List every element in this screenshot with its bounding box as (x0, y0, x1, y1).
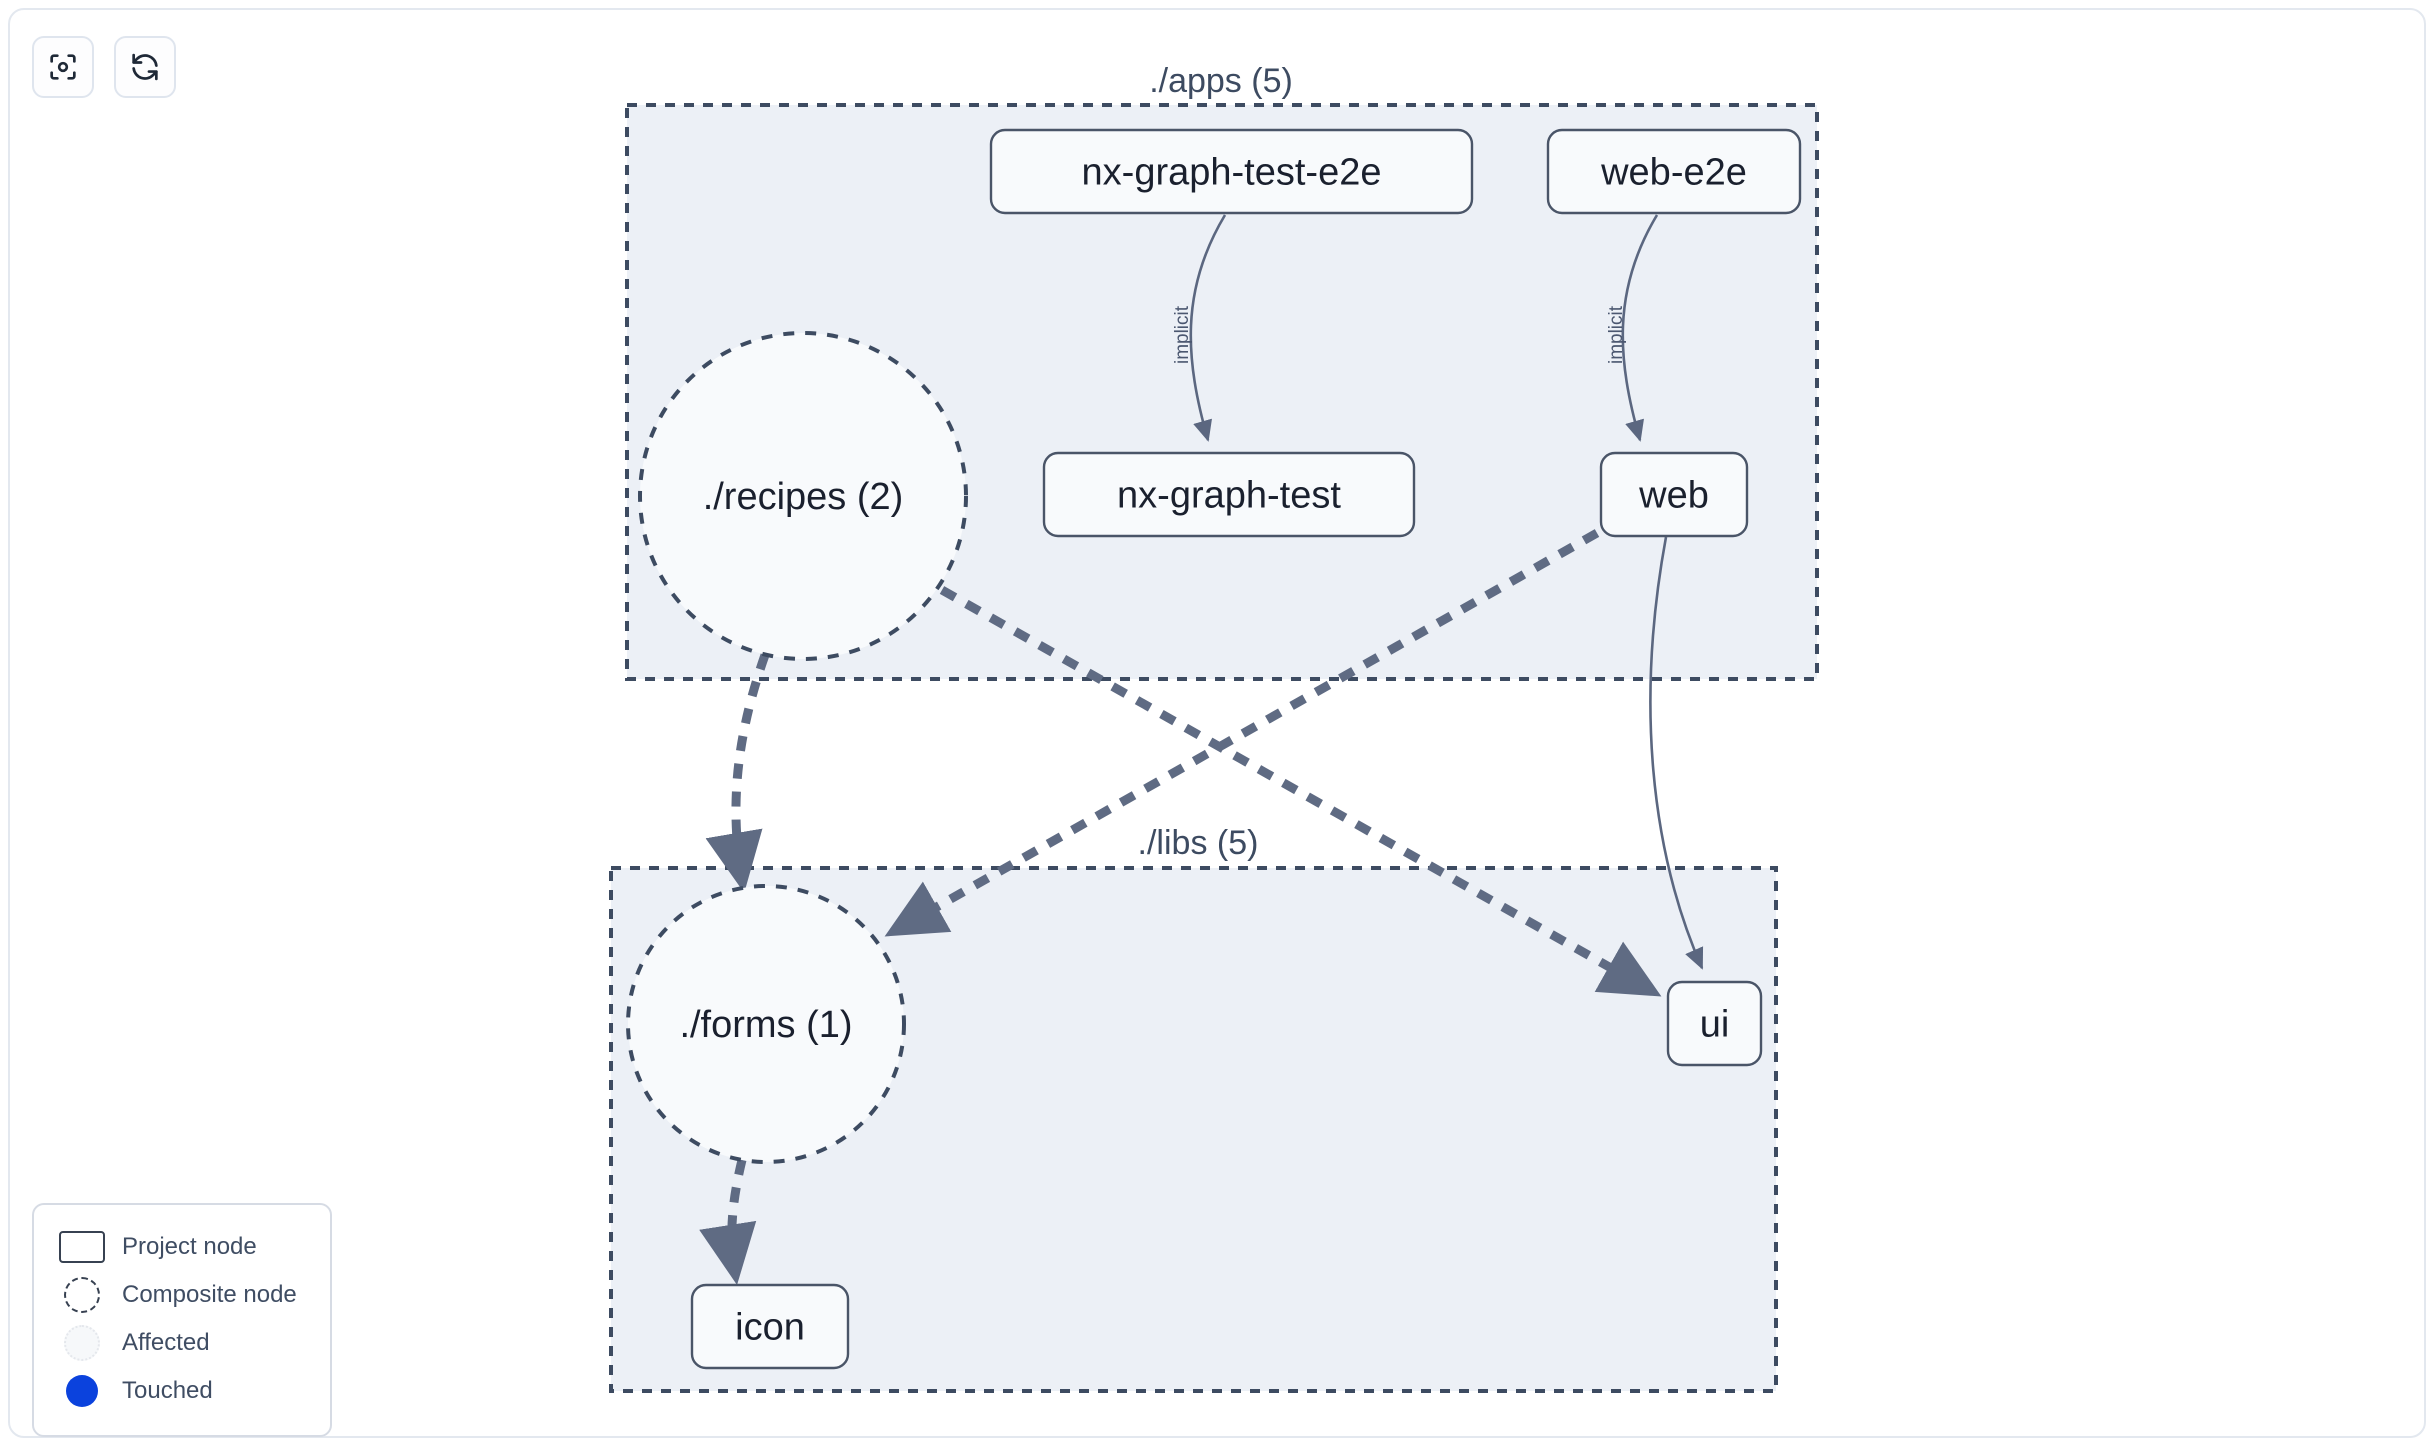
node-web-e2e[interactable]: web-e2e (1546, 128, 1802, 215)
touched-swatch (56, 1375, 108, 1407)
group-label: ./apps (5) (1149, 62, 1293, 100)
edge-label: implicit (1172, 305, 1193, 364)
node-ui[interactable]: ui (1666, 980, 1763, 1067)
composite-node-swatch (56, 1277, 108, 1313)
focus-target-icon (46, 50, 80, 84)
composite-node-shape (638, 331, 968, 661)
node-nx-graph-test-e2e[interactable]: nx-graph-test-e2e (989, 128, 1474, 215)
edge-path (699, 1158, 757, 1285)
edge-path (1189, 214, 1227, 442)
project-node-shape (989, 128, 1474, 215)
legend-label: Touched (122, 1377, 213, 1404)
project-node-shape (1599, 451, 1749, 538)
edge-forms--icon[interactable] (699, 1158, 757, 1285)
node-label: ./forms (1) (679, 1004, 852, 1046)
edge-path (939, 586, 1662, 997)
node-forms[interactable]: ./forms (1) (626, 884, 906, 1164)
edge-path (705, 653, 770, 893)
node-label: web (1638, 475, 1709, 517)
legend-label: Project node (122, 1233, 257, 1260)
edge-path (884, 529, 1600, 937)
legend-label: Affected (122, 1329, 210, 1356)
legend-item-touched: Touched (56, 1367, 308, 1415)
edge-web--forms[interactable] (884, 529, 1600, 937)
legend-item-project-node: Project node (56, 1223, 308, 1271)
edge-recipes--forms[interactable] (705, 653, 770, 893)
edge-nx-graph-test-e2e--nx-graph-test[interactable]: implicit (1172, 214, 1227, 442)
node-label: ui (1700, 1004, 1730, 1046)
project-node-shape (1546, 128, 1802, 215)
graph-toolbar (32, 36, 176, 98)
nodes-layer: nx-graph-test-e2e web-e2e nx-graph-test web… (626, 128, 1802, 1370)
affected-swatch (56, 1325, 108, 1361)
focus-graph-button[interactable] (32, 36, 94, 98)
edge-label: implicit (1606, 305, 1627, 364)
legend-item-composite-node: Composite node (56, 1271, 308, 1319)
node-label: icon (735, 1307, 805, 1349)
project-node-shape (1666, 980, 1763, 1067)
edge-path (1621, 214, 1659, 442)
node-recipes[interactable]: ./recipes (2) (638, 331, 968, 661)
node-icon[interactable]: icon (690, 1283, 850, 1370)
node-label: nx-graph-test-e2e (1082, 152, 1382, 194)
edge-web-e2e--web[interactable]: implicit (1606, 214, 1659, 442)
edge-path (1649, 536, 1704, 970)
node-label: nx-graph-test (1117, 475, 1341, 517)
project-node-swatch (56, 1231, 108, 1263)
node-web[interactable]: web (1599, 451, 1749, 538)
node-label: ./recipes (2) (703, 476, 904, 518)
legend-label: Composite node (122, 1281, 297, 1308)
project-node-shape (690, 1283, 850, 1370)
legend-item-affected: Affected (56, 1319, 308, 1367)
project-node-shape (1042, 451, 1416, 538)
group-label: ./libs (5) (1138, 824, 1259, 862)
edges-layer: implicit implicit (699, 214, 1704, 1285)
edge-recipes--ui[interactable] (939, 586, 1662, 997)
edge-web--ui[interactable] (1649, 536, 1704, 970)
refresh-icon (128, 50, 162, 84)
node-nx-graph-test[interactable]: nx-graph-test (1042, 451, 1416, 538)
composite-node-shape (626, 884, 906, 1164)
refresh-graph-button[interactable] (114, 36, 176, 98)
node-label: web-e2e (1600, 152, 1747, 194)
graph-legend: Project node Composite node Affected Tou… (32, 1203, 332, 1437)
